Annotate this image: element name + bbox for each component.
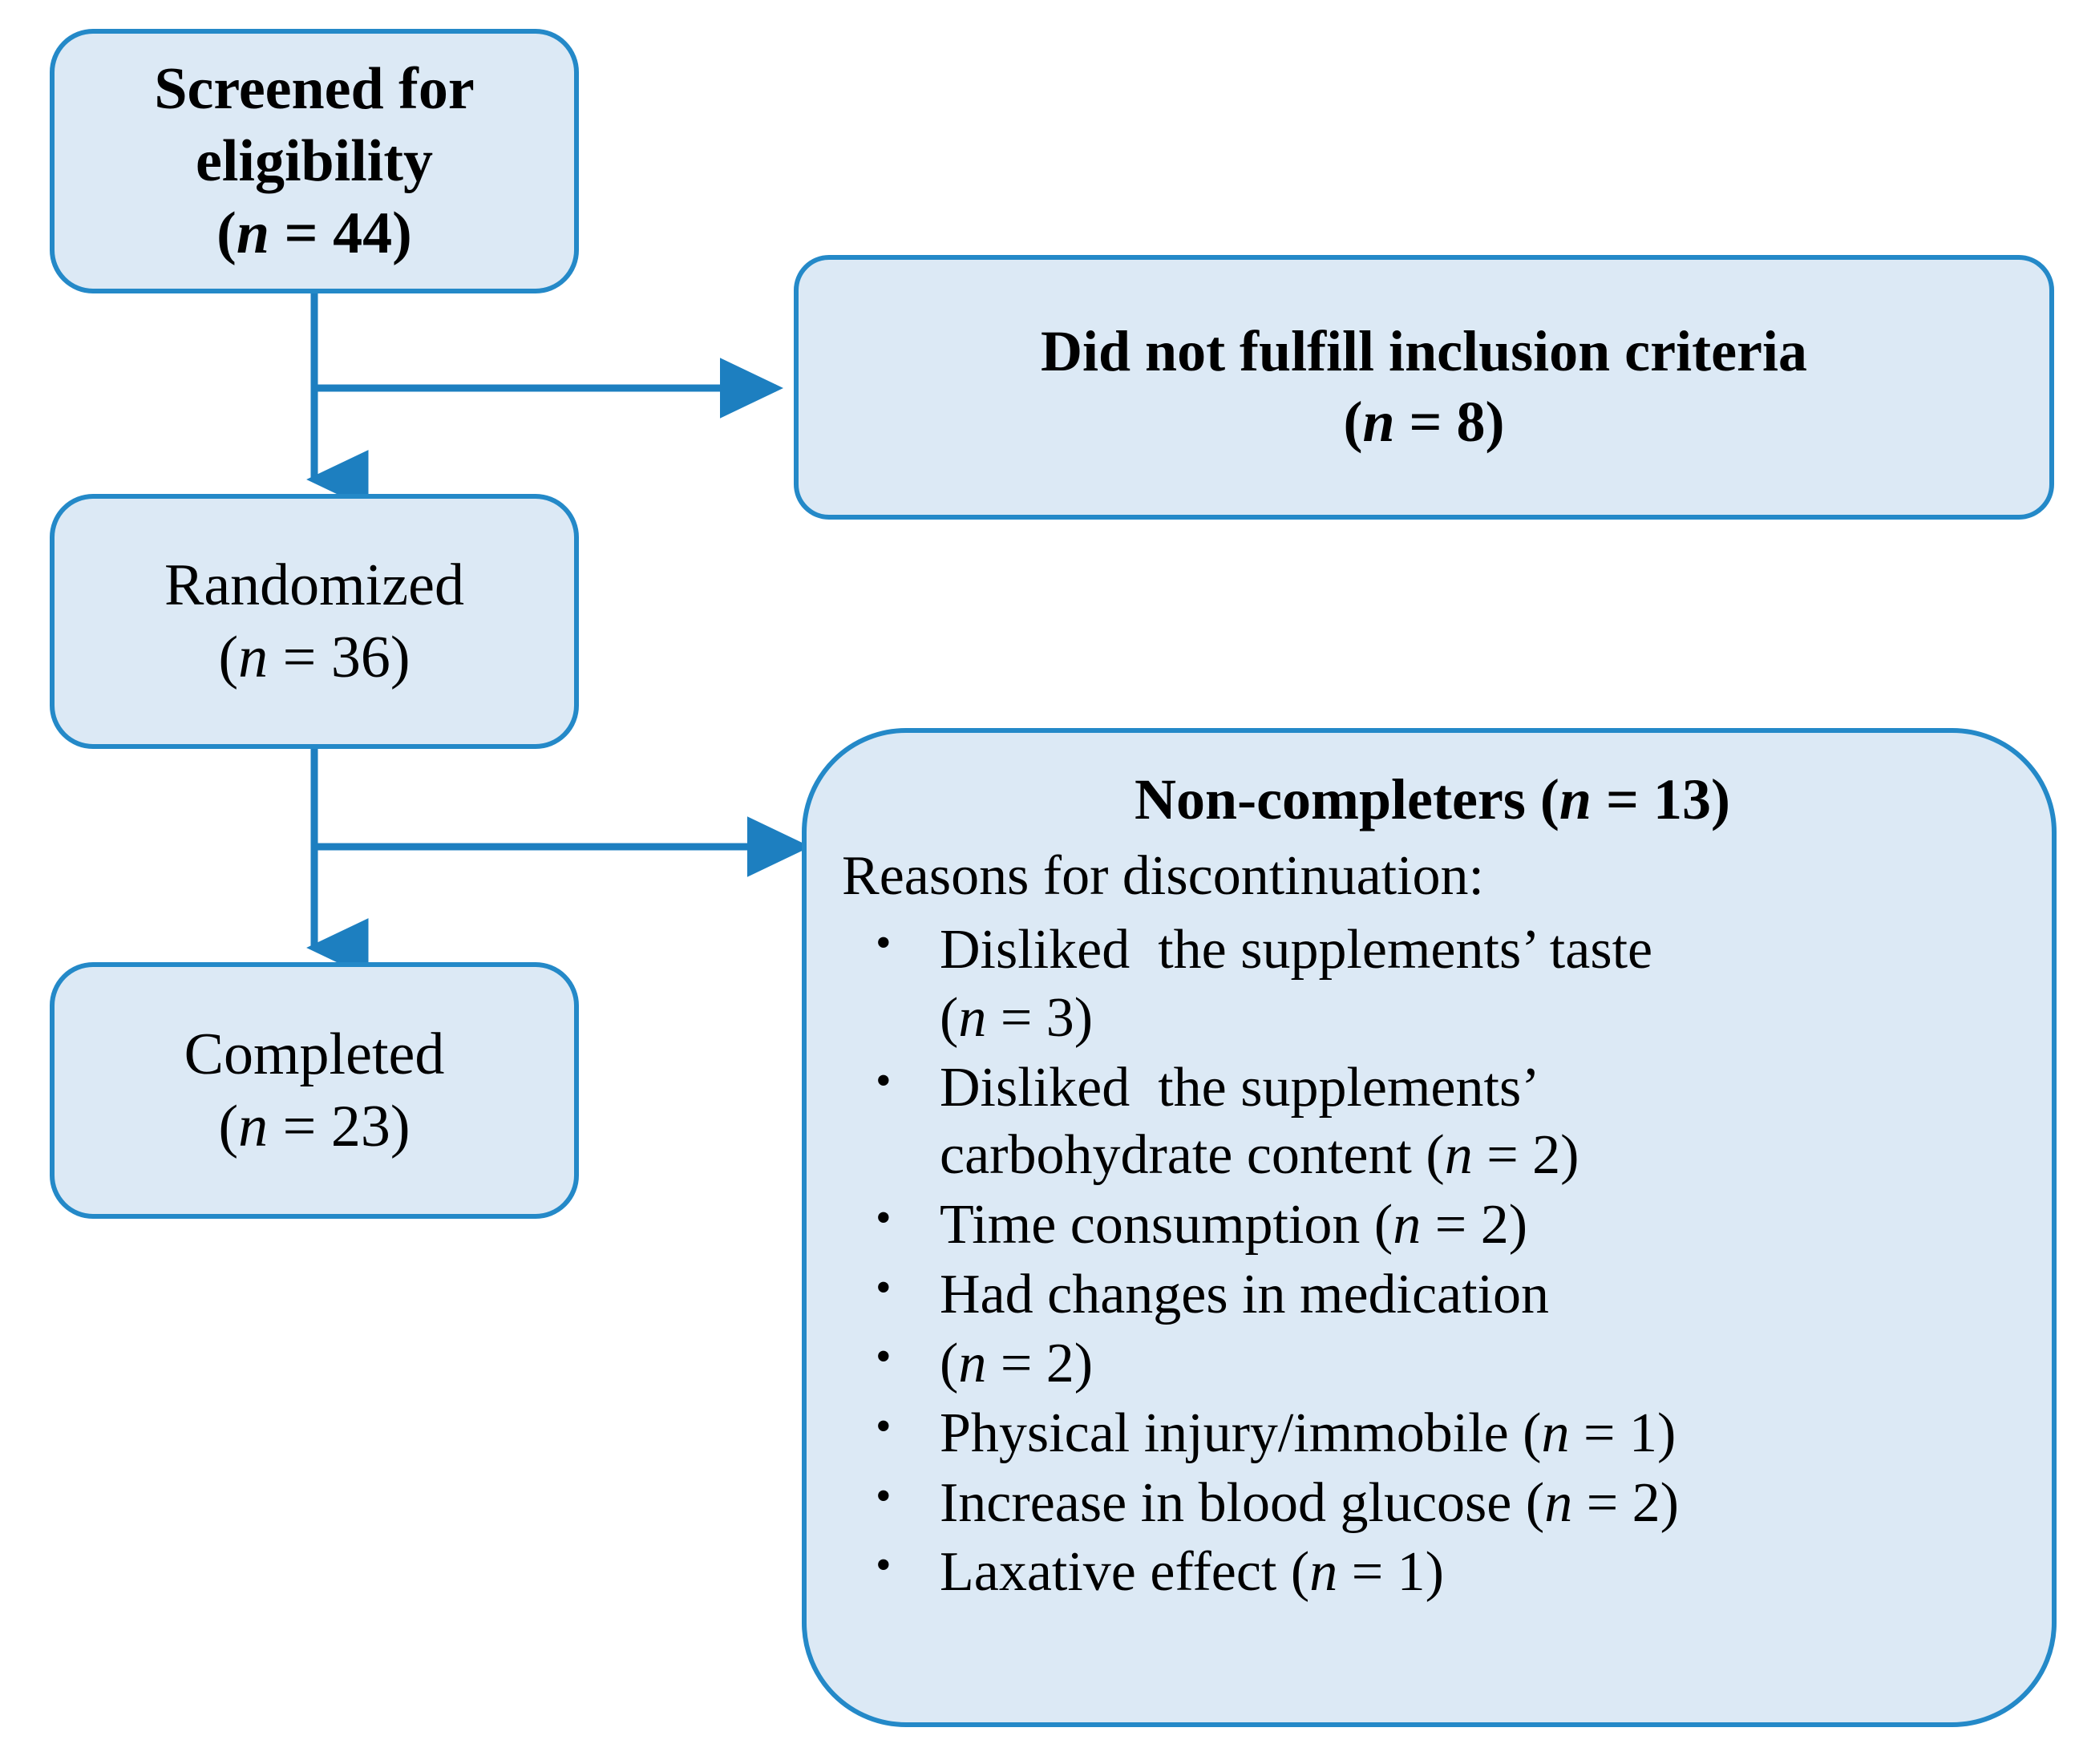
reason-physical-injury: Physical injury/immobile (n = 1) bbox=[845, 1397, 2020, 1468]
completed-n-symbol: n bbox=[238, 1094, 269, 1159]
screened-n-value: 44 bbox=[333, 200, 393, 267]
screened-n-symbol: n bbox=[236, 200, 269, 267]
randomized-label: Randomized bbox=[164, 552, 464, 618]
node-completed[interactable]: Completed (n = 23) bbox=[50, 962, 579, 1219]
reason-medication-changes-count: (n = 2) bbox=[845, 1327, 2020, 1398]
node-randomized[interactable]: Randomized (n = 36) bbox=[50, 494, 579, 749]
excluded-n-symbol: n bbox=[1362, 390, 1395, 454]
completed-count: (n = 23) bbox=[218, 1094, 411, 1159]
excluded-label: Did not fulfill inclusion criteria bbox=[1040, 319, 1807, 384]
screened-line-2: eligibility bbox=[196, 127, 433, 194]
reason-disliked-carbohydrate: Disliked the supplements’carbohydrate co… bbox=[845, 1051, 2020, 1190]
reason-time-consumption: Time consumption (n = 2) bbox=[845, 1188, 2020, 1260]
reason-laxative-effect: Laxative effect (n = 1) bbox=[845, 1535, 2020, 1607]
reason-disliked-taste: Disliked the supplements’ taste(n = 3) bbox=[845, 913, 2020, 1052]
completed-label: Completed bbox=[184, 1021, 445, 1087]
reason-blood-glucose: Increase in blood glucose (n = 2) bbox=[845, 1467, 2020, 1538]
non-completers-subtitle: Reasons for discontinuation: bbox=[842, 844, 1485, 907]
node-did-not-fulfill-inclusion-criteria[interactable]: Did not fulfill inclusion criteria (n = … bbox=[794, 255, 2054, 520]
discontinuation-reason-list: Disliked the supplements’ taste(n = 3) D… bbox=[845, 913, 2020, 1607]
randomized-count: (n = 36) bbox=[218, 625, 411, 690]
excluded-n-value: 8 bbox=[1456, 390, 1486, 454]
node-screened-for-eligibility[interactable]: Screened for eligibility (n = 44) bbox=[50, 29, 579, 293]
non-completers-title: Non-completers (n = 13) bbox=[1135, 767, 1730, 831]
node-non-completers[interactable]: Non-completers (n = 13) Reasons for disc… bbox=[802, 728, 2057, 1727]
non-completers-n-symbol: n bbox=[1559, 767, 1592, 831]
randomized-n-value: 36 bbox=[330, 625, 390, 690]
screened-count: (n = 44) bbox=[216, 200, 412, 267]
excluded-count: (n = 8) bbox=[1343, 390, 1505, 454]
randomized-n-symbol: n bbox=[238, 625, 269, 690]
completed-n-value: 23 bbox=[330, 1094, 390, 1159]
reason-medication-changes: Had changes in medication bbox=[845, 1258, 2020, 1329]
screened-line-1: Screened for bbox=[154, 55, 475, 122]
